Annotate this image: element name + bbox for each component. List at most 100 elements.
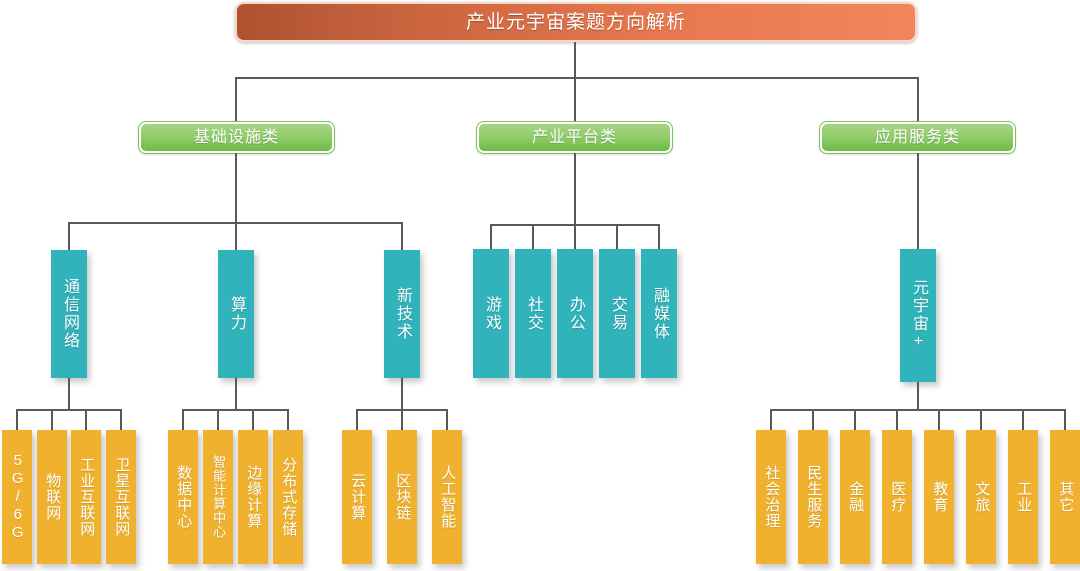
group-node-gaming[interactable]: 游戏 <box>473 249 509 378</box>
connector-group1-to-leaf-4 <box>120 409 122 431</box>
connector-group1-stem <box>68 378 70 410</box>
leaf-node-industry[interactable]: 工业 <box>1008 430 1038 564</box>
group-node-computing-power[interactable]: 算力 <box>218 250 254 378</box>
leaf-node-satellite-internet[interactable]: 卫星互联网 <box>106 430 136 564</box>
group-label-communication-network: 通信网络 <box>60 278 78 350</box>
group-node-social[interactable]: 社交 <box>515 249 551 378</box>
connector-metaverse-to-leaf-6 <box>980 409 982 431</box>
leaf-label-artificial-intelligence: 人工智能 <box>439 465 457 529</box>
connector-group2-to-leaf-1 <box>182 409 184 431</box>
category-node-infrastructure[interactable]: 基础设施类 <box>138 121 335 154</box>
leaf-node-social-governance[interactable]: 社会治理 <box>756 430 786 564</box>
connector-cat2-to-group-4 <box>616 224 618 250</box>
category-node-application-service[interactable]: 应用服务类 <box>819 121 1016 154</box>
leaf-label-data-center: 数据中心 <box>175 465 193 529</box>
leaf-node-culture-tourism[interactable]: 文旅 <box>966 430 996 564</box>
leaf-node-data-center[interactable]: 数据中心 <box>168 430 198 564</box>
leaf-label-iot: 物联网 <box>44 473 62 521</box>
leaf-label-intelligent-computing-center: 智能计算中心 <box>211 455 227 539</box>
connector-group2-to-leaf-4 <box>287 409 289 431</box>
connector-root-stem <box>574 42 576 78</box>
leaf-label-industry: 工业 <box>1015 481 1033 513</box>
connector-group3-to-leaf-3 <box>446 409 448 431</box>
connector-cat1-to-group-1 <box>68 222 70 251</box>
leaf-label-public-services: 民生服务 <box>805 465 823 529</box>
leaf-label-edge-computing: 边缘计算 <box>245 465 263 529</box>
leaf-label-finance: 金融 <box>847 481 865 513</box>
connector-group3-stem <box>401 378 403 410</box>
group-label-metaverse-plus: 元宇宙+ <box>909 279 927 352</box>
connector-cat2-to-group-5 <box>658 224 660 250</box>
connector-group1-to-leaf-2 <box>51 409 53 431</box>
connector-group1-to-leaf-3 <box>85 409 87 431</box>
leaf-node-intelligent-computing-center[interactable]: 智能计算中心 <box>203 430 233 564</box>
leaf-node-finance[interactable]: 金融 <box>840 430 870 564</box>
group-node-office[interactable]: 办公 <box>557 249 593 378</box>
group-label-office: 办公 <box>566 295 584 332</box>
connector-cat3-stem <box>917 153 919 249</box>
group-label-convergent-media: 融媒体 <box>650 286 668 341</box>
connector-cat1-to-group-2 <box>235 222 237 251</box>
leaf-label-cloud-computing: 云计算 <box>349 473 367 521</box>
connector-root-to-cat-2 <box>574 77 576 122</box>
group-label-social: 社交 <box>524 295 542 332</box>
connector-metaverse-to-leaf-3 <box>854 409 856 431</box>
connector-cat1-to-group-3 <box>401 222 403 251</box>
leaf-label-education: 教育 <box>931 481 949 513</box>
leaf-label-satellite-internet: 卫星互联网 <box>113 457 131 537</box>
connector-metaverse-to-leaf-8 <box>1064 409 1066 431</box>
leaf-node-industrial-internet[interactable]: 工业互联网 <box>71 430 101 564</box>
connector-group-metaverse-stem <box>917 382 919 410</box>
category-label-infrastructure: 基础设施类 <box>193 128 279 146</box>
connector-metaverse-to-leaf-2 <box>812 409 814 431</box>
connector-cat2-to-group-3 <box>574 224 576 250</box>
leaf-node-others[interactable]: 其它 <box>1050 430 1080 564</box>
connector-group3-to-leaf-1 <box>356 409 358 431</box>
connector-metaverse-to-leaf-4 <box>896 409 898 431</box>
group-label-computing-power: 算力 <box>227 296 245 332</box>
leaf-node-5g-6g[interactable]: 5G/6G <box>2 430 32 564</box>
leaf-label-others: 其它 <box>1057 481 1075 513</box>
group-label-new-technology: 新技术 <box>393 287 411 341</box>
group-node-communication-network[interactable]: 通信网络 <box>51 250 87 378</box>
connector-cat1-stem <box>235 153 237 223</box>
leaf-node-distributed-storage[interactable]: 分布式存储 <box>273 430 303 564</box>
leaf-label-blockchain: 区块链 <box>394 473 412 521</box>
connector-group1-to-leaf-1 <box>16 409 18 431</box>
leaf-node-artificial-intelligence[interactable]: 人工智能 <box>432 430 462 564</box>
connector-metaverse-to-leaf-5 <box>938 409 940 431</box>
leaf-label-culture-tourism: 文旅 <box>973 481 991 513</box>
group-node-new-technology[interactable]: 新技术 <box>384 250 420 378</box>
leaf-node-cloud-computing[interactable]: 云计算 <box>342 430 372 564</box>
connector-metaverse-to-leaf-7 <box>1022 409 1024 431</box>
connector-group2-to-leaf-2 <box>217 409 219 431</box>
connector-group-metaverse-bus <box>770 409 1064 411</box>
leaf-node-edge-computing[interactable]: 边缘计算 <box>238 430 268 564</box>
connector-cat2-to-group-1 <box>490 224 492 250</box>
category-label-industry-platform: 产业平台类 <box>531 128 617 146</box>
root-node-title[interactable]: 产业元宇宙案题方向解析 <box>235 2 917 42</box>
connector-root-bus <box>235 77 919 79</box>
group-label-trading: 交易 <box>608 295 626 332</box>
category-node-industry-platform[interactable]: 产业平台类 <box>476 121 673 154</box>
leaf-label-distributed-storage: 分布式存储 <box>280 457 298 537</box>
group-node-metaverse-plus[interactable]: 元宇宙+ <box>900 249 936 382</box>
leaf-node-education[interactable]: 教育 <box>924 430 954 564</box>
leaf-node-iot[interactable]: 物联网 <box>37 430 67 564</box>
leaf-node-healthcare[interactable]: 医疗 <box>882 430 912 564</box>
connector-metaverse-to-leaf-1 <box>770 409 772 431</box>
connector-root-to-cat-1 <box>235 77 237 122</box>
connector-root-to-cat-3 <box>917 77 919 122</box>
group-label-gaming: 游戏 <box>482 295 500 332</box>
leaf-node-public-services[interactable]: 民生服务 <box>798 430 828 564</box>
leaf-label-5g-6g: 5G/6G <box>9 452 27 542</box>
group-node-convergent-media[interactable]: 融媒体 <box>641 249 677 378</box>
connector-group1-bus <box>16 409 121 411</box>
connector-group2-stem <box>235 378 237 410</box>
group-node-trading[interactable]: 交易 <box>599 249 635 378</box>
leaf-node-blockchain[interactable]: 区块链 <box>387 430 417 564</box>
leaf-label-industrial-internet: 工业互联网 <box>78 457 96 537</box>
connector-cat2-stem <box>574 153 576 225</box>
leaf-label-healthcare: 医疗 <box>889 481 907 513</box>
